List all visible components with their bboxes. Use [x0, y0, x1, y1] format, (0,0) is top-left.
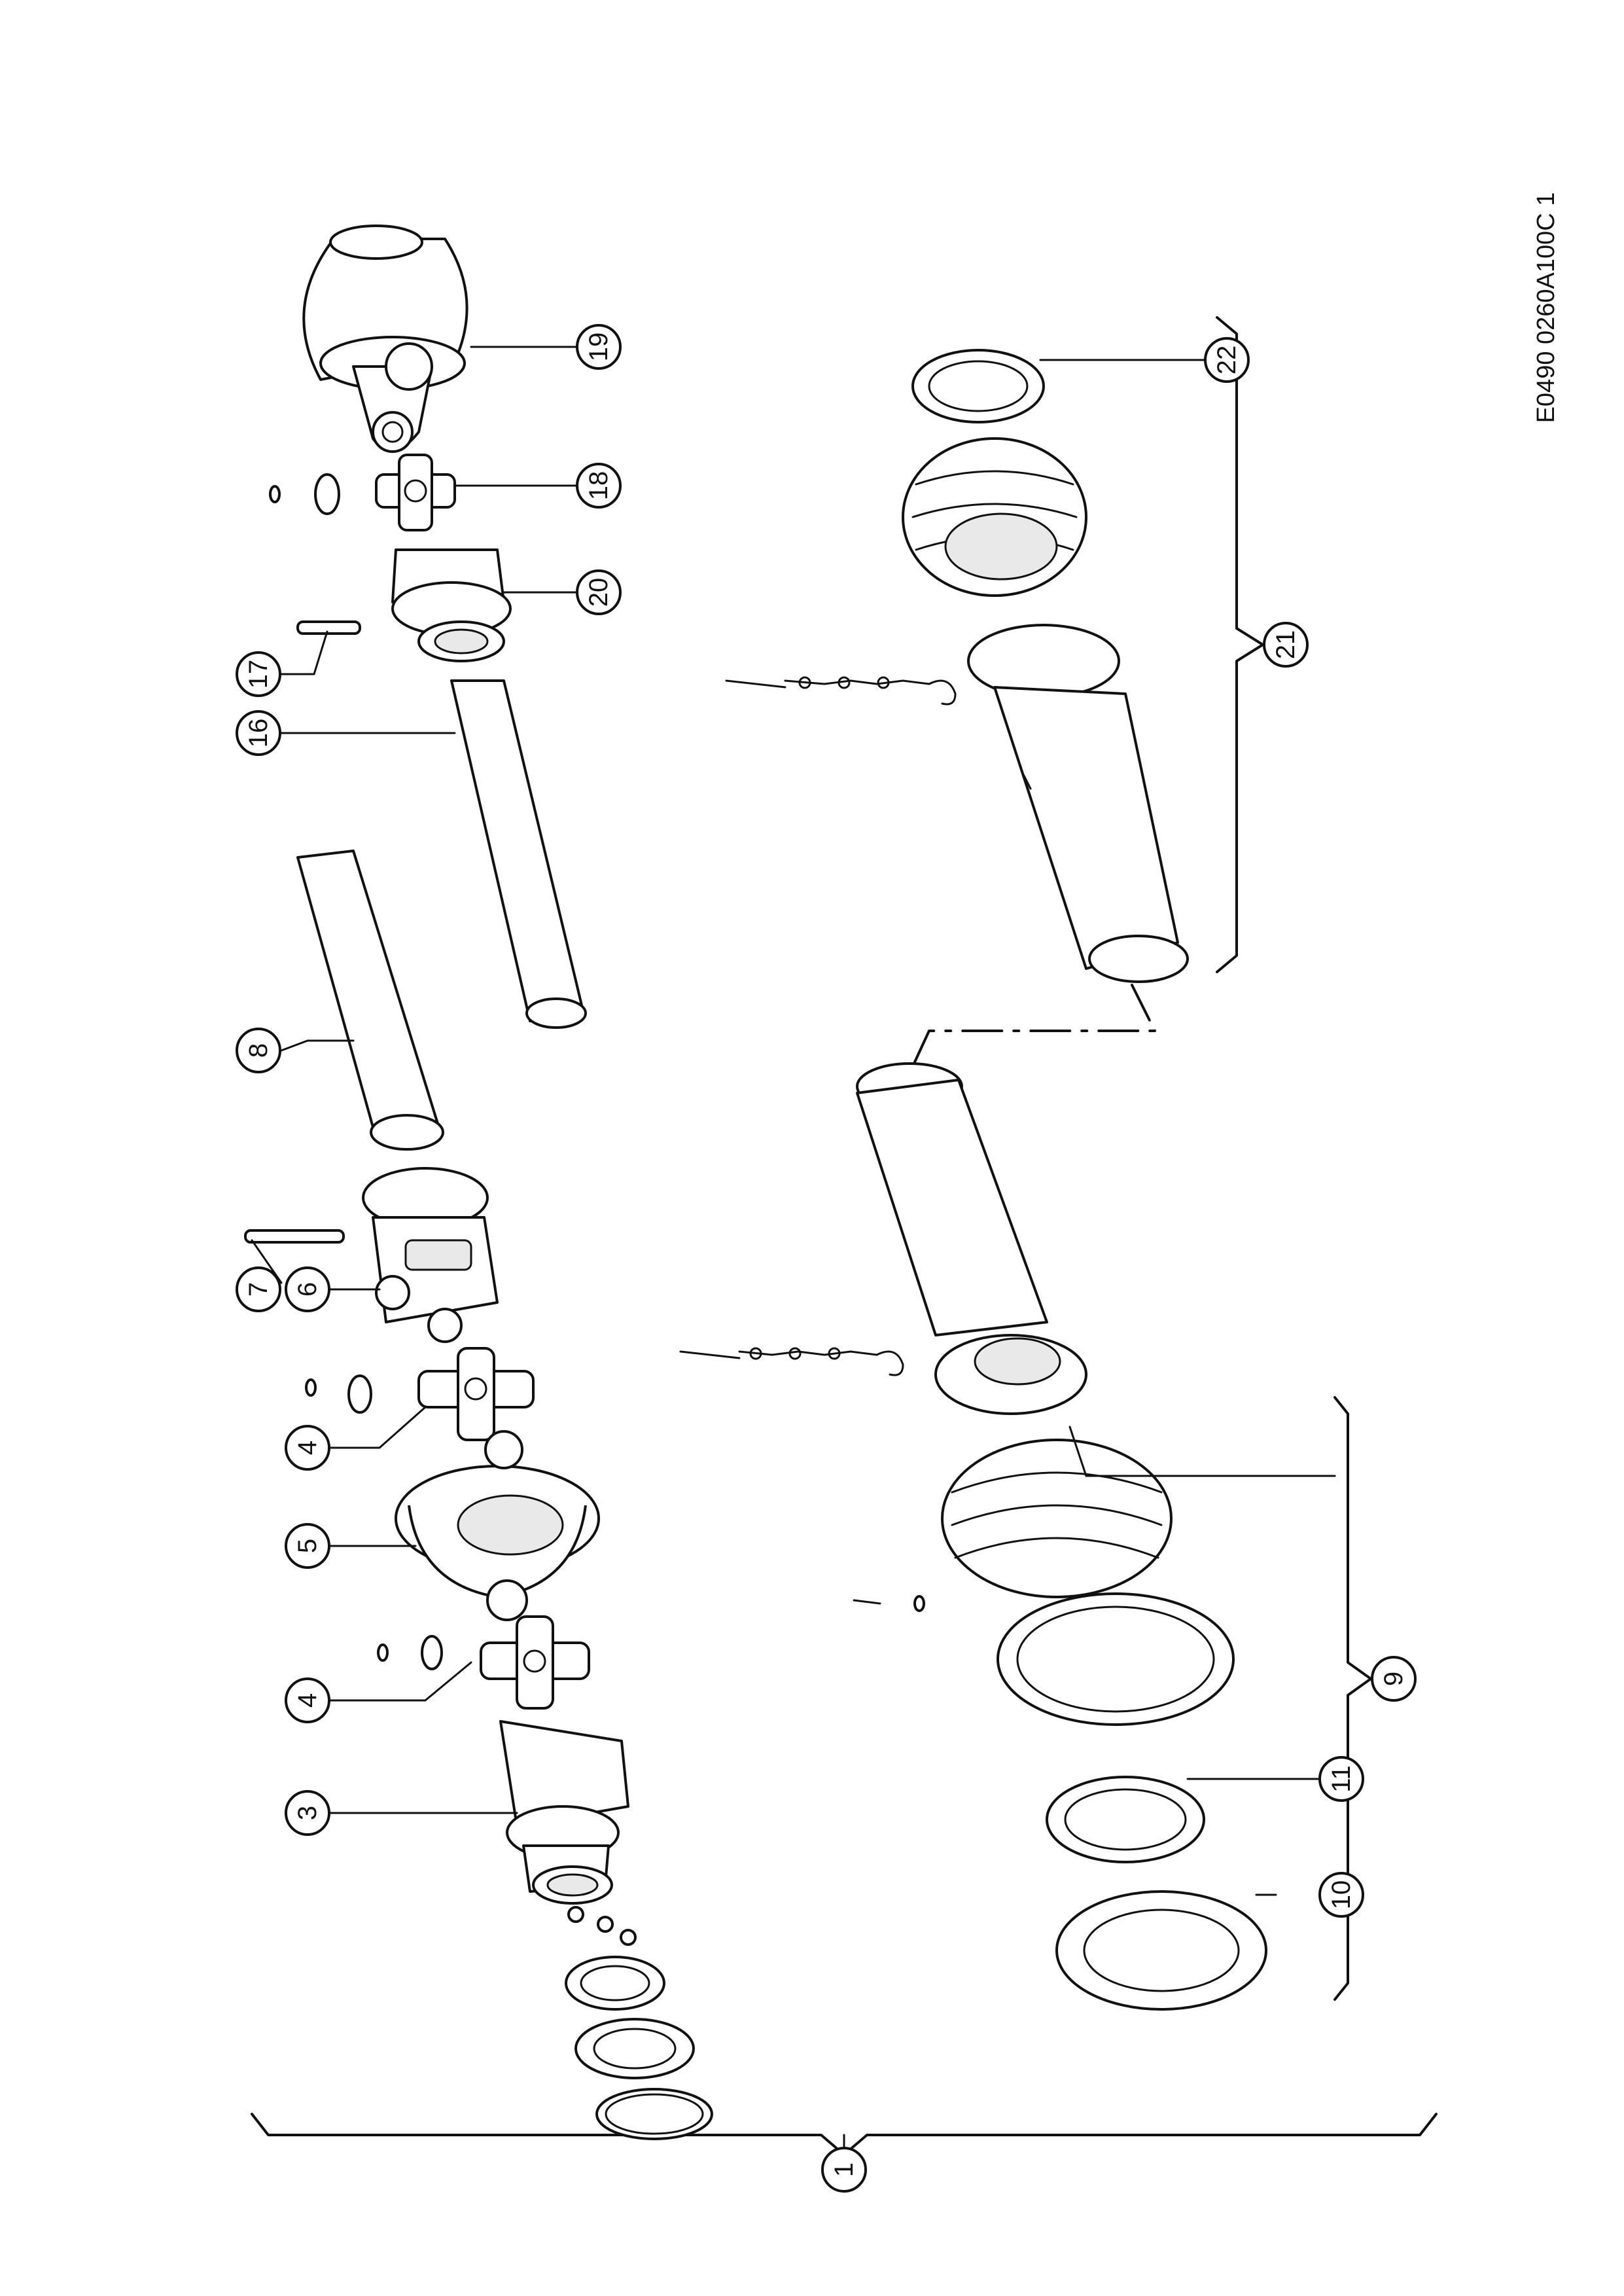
svg-text:22: 22: [1212, 346, 1241, 375]
bellows-upper: [902, 437, 1087, 597]
part-10-cover-plate: [1055, 1890, 1267, 2011]
leader-lines: [251, 346, 1336, 2149]
callout-5: 5: [285, 1523, 330, 1569]
callout-17: 17: [236, 651, 281, 697]
screw-and-washer-lower: [853, 1595, 925, 1612]
part-3-splined-yoke: [499, 1720, 629, 1905]
callout-19: 19: [576, 324, 622, 370]
svg-text:6: 6: [293, 1282, 322, 1297]
callout-21: 21: [1263, 622, 1309, 668]
check-chain-lower: [679, 1347, 904, 1376]
svg-text:9: 9: [1379, 1672, 1408, 1686]
part-17-pin: [296, 620, 361, 635]
svg-text:4: 4: [293, 1441, 322, 1455]
callout-10: 10: [1318, 1872, 1364, 1918]
svg-text:1: 1: [830, 2162, 858, 2177]
svg-text:11: 11: [1327, 1765, 1356, 1793]
screw-upper: [1023, 774, 1032, 790]
svg-text:19: 19: [584, 332, 613, 362]
connection-line: [908, 984, 1156, 1075]
callout-22: 22: [1204, 337, 1250, 383]
svg-text:16: 16: [244, 719, 273, 748]
part-16-inner-tube: [450, 679, 587, 1029]
svg-text:18: 18: [584, 471, 613, 501]
part-19-shielded-yoke: [302, 224, 468, 453]
svg-text:21: 21: [1271, 630, 1300, 660]
svg-text:4: 4: [293, 1693, 322, 1708]
part-5-center-housing: [395, 1430, 600, 1621]
svg-text:7: 7: [244, 1282, 273, 1297]
callout-18: 18: [576, 463, 622, 509]
svg-text:8: 8: [244, 1043, 273, 1058]
part-20-collar-yoke: [391, 548, 512, 662]
part-6-sliding-yoke: [362, 1167, 499, 1343]
svg-text:5: 5: [293, 1539, 322, 1553]
callout-16: 16: [236, 710, 281, 756]
part-4-cross-kit-lower: [377, 1615, 590, 1710]
shield-tube-lower: [856, 1062, 1087, 1415]
callout-9: 9: [1371, 1656, 1417, 1702]
callout-8: 8: [236, 1028, 281, 1073]
callout-11: 11: [1318, 1756, 1364, 1802]
callout-6: 6: [285, 1266, 330, 1312]
part-4-cross-kit-upper: [305, 1347, 535, 1441]
callout-4-lower: 4: [285, 1677, 330, 1723]
svg-text:17: 17: [244, 660, 273, 689]
shield-tube-upper: [967, 624, 1189, 983]
callout-1: 1: [821, 2147, 867, 2193]
part-18-cross-kit: [269, 454, 456, 531]
callout-4-upper: 4: [285, 1425, 330, 1471]
part-22-bearing-ring: [911, 349, 1045, 423]
rings-stack: [565, 1956, 713, 2140]
lock-balls: [567, 1906, 637, 1946]
part-7-pin: [244, 1229, 345, 1244]
callout-3: 3: [285, 1790, 330, 1836]
svg-text:3: 3: [293, 1806, 322, 1820]
bellows-lower: [941, 1439, 1235, 1726]
bracket-group-21: [1216, 316, 1264, 973]
part-8-outer-tube: [296, 850, 444, 1151]
svg-text:20: 20: [584, 578, 613, 607]
callout-20: 20: [576, 569, 622, 615]
drawing-code: E0490 0260A100C 1: [1532, 192, 1560, 423]
callout-7: 7: [236, 1266, 281, 1312]
svg-text:10: 10: [1327, 1880, 1356, 1910]
check-chain-upper: [725, 676, 957, 706]
part-11-bearing-ring: [1046, 1776, 1205, 1863]
